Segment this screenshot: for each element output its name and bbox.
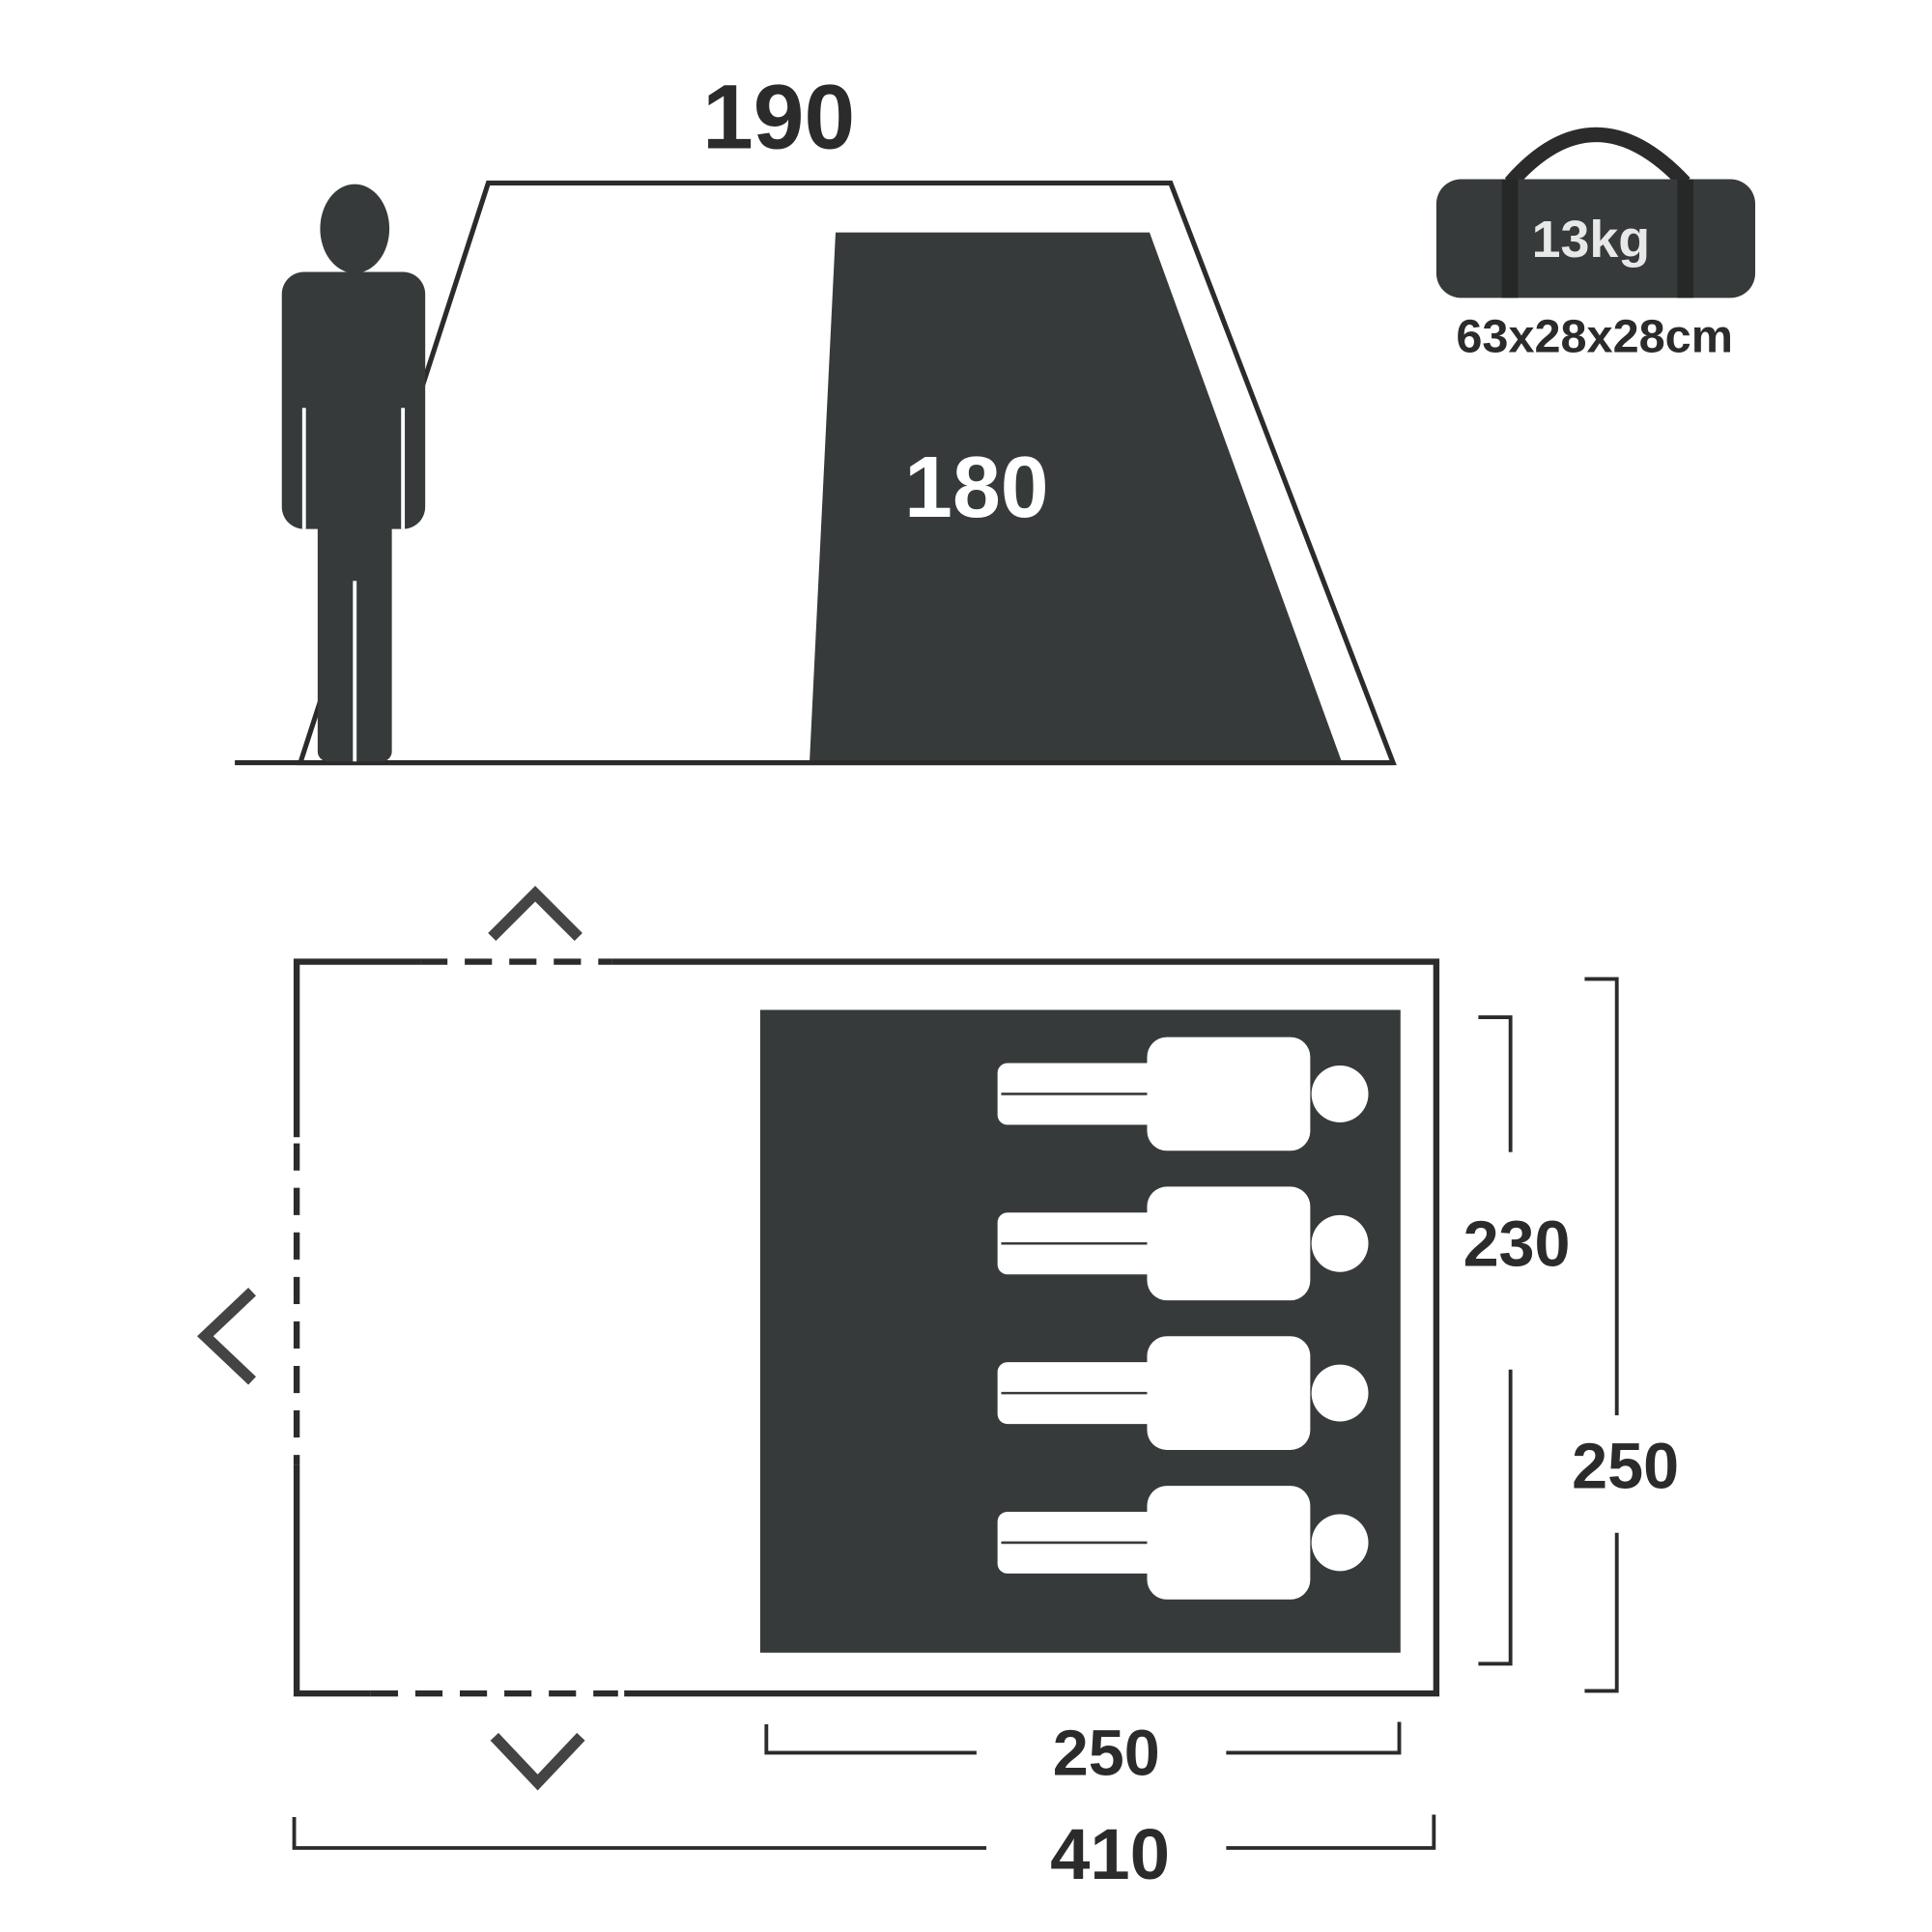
bag-icon: 13kg (1435, 127, 1756, 298)
chevron-up-icon (488, 886, 582, 942)
bag-weight: 13kg (1532, 211, 1650, 269)
bag-dimensions: 63x28x28cm (1456, 311, 1733, 363)
inner-depth-label: 230 (1463, 1208, 1571, 1280)
side-view: 190 180 (235, 67, 1397, 766)
chevron-left-icon (197, 1287, 256, 1385)
outer-length-label: 410 (1050, 1814, 1170, 1894)
chevron-down-icon (490, 1732, 585, 1791)
inner-height-label: 180 (904, 439, 1048, 535)
inner-length-label: 250 (1053, 1718, 1160, 1789)
sleeper-icon (997, 1037, 1369, 1151)
dimension-lines (292, 977, 1619, 1850)
sleeper-icon (997, 1186, 1369, 1301)
outer-depth-label: 250 (1572, 1432, 1679, 1503)
inner-room (810, 232, 1342, 760)
total-height-label: 190 (702, 67, 855, 169)
floor-plan (293, 958, 1440, 1697)
sleeper-icon (997, 1486, 1369, 1600)
sleeper-icon (997, 1336, 1369, 1450)
person-icon (281, 184, 426, 762)
sleepers (997, 1037, 1369, 1600)
